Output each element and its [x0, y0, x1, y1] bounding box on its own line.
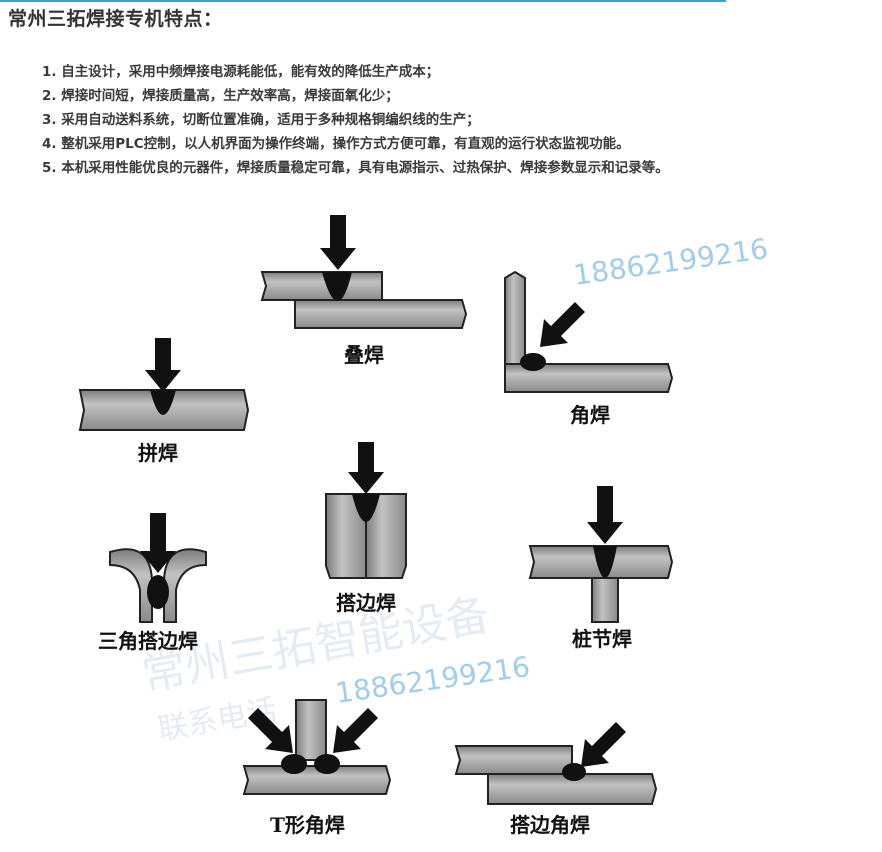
top-accent-line — [0, 0, 726, 2]
butt-weld-figure: 拼焊 — [78, 338, 250, 465]
feature-item: 2. 焊接时间短，焊接质量高，生产效率高，焊接面氧化少； — [42, 88, 399, 104]
triangle-edge-weld-figure: 三角搭边焊 — [98, 513, 207, 653]
lap-weld-figure: 叠焊 — [260, 215, 468, 367]
watermark-phone: 18862199216 — [571, 232, 770, 292]
weld-label-t-fillet: T形角焊 — [270, 813, 345, 837]
lap-fillet-weld-figure: 搭边角焊 — [454, 722, 658, 837]
weld-label-lap-fillet: 搭边角焊 — [510, 813, 590, 837]
feature-item: 5. 本机采用性能优良的元器件，焊接质量稳定可靠，具有电源指示、过热保护、焊接参… — [42, 160, 669, 176]
corner-weld-figure: 角焊 — [504, 270, 674, 427]
weld-label-butt: 拼焊 — [138, 441, 178, 465]
arrow-down-icon — [140, 513, 176, 573]
feature-item: 4. 整机采用PLC控制，以人机界面为操作终端，操作方式方便可靠，有直观的运行状… — [42, 136, 630, 152]
weld-label-plug: 桩节焊 — [572, 627, 632, 651]
weld-label-triangle-edge: 三角搭边焊 — [98, 629, 198, 653]
weld-label-corner: 角焊 — [570, 403, 610, 427]
feature-item: 1. 自主设计，采用中频焊接电源耗能低，能有效的降低生产成本； — [42, 64, 440, 80]
arrow-down-icon — [587, 486, 623, 544]
weld-label-edge: 搭边焊 — [336, 591, 396, 615]
weld-label-lap: 叠焊 — [344, 343, 384, 367]
arrow-diagonal-icon — [540, 302, 585, 347]
arrow-diagonal-icon — [581, 722, 626, 767]
feature-item: 3. 采用自动送料系统，切断位置准确，适用于多种规格铜编织线的生产； — [42, 112, 480, 128]
t-fillet-weld-figure: T形角焊 — [242, 699, 392, 837]
arrow-diagonal-icon — [333, 708, 378, 753]
arrow-diagonal-icon — [248, 708, 293, 753]
arrow-down-icon — [348, 442, 384, 494]
feature-list: 1. 自主设计，采用中频焊接电源耗能低，能有效的降低生产成本； 2. 焊接时间短… — [42, 60, 669, 180]
arrow-down-icon — [320, 215, 356, 270]
edge-weld-figure: 搭边焊 — [325, 442, 407, 615]
page-title: 常州三拓焊接专机特点： — [8, 8, 223, 30]
arrow-down-icon — [145, 338, 181, 392]
plug-weld-figure: 桩节焊 — [528, 486, 674, 651]
